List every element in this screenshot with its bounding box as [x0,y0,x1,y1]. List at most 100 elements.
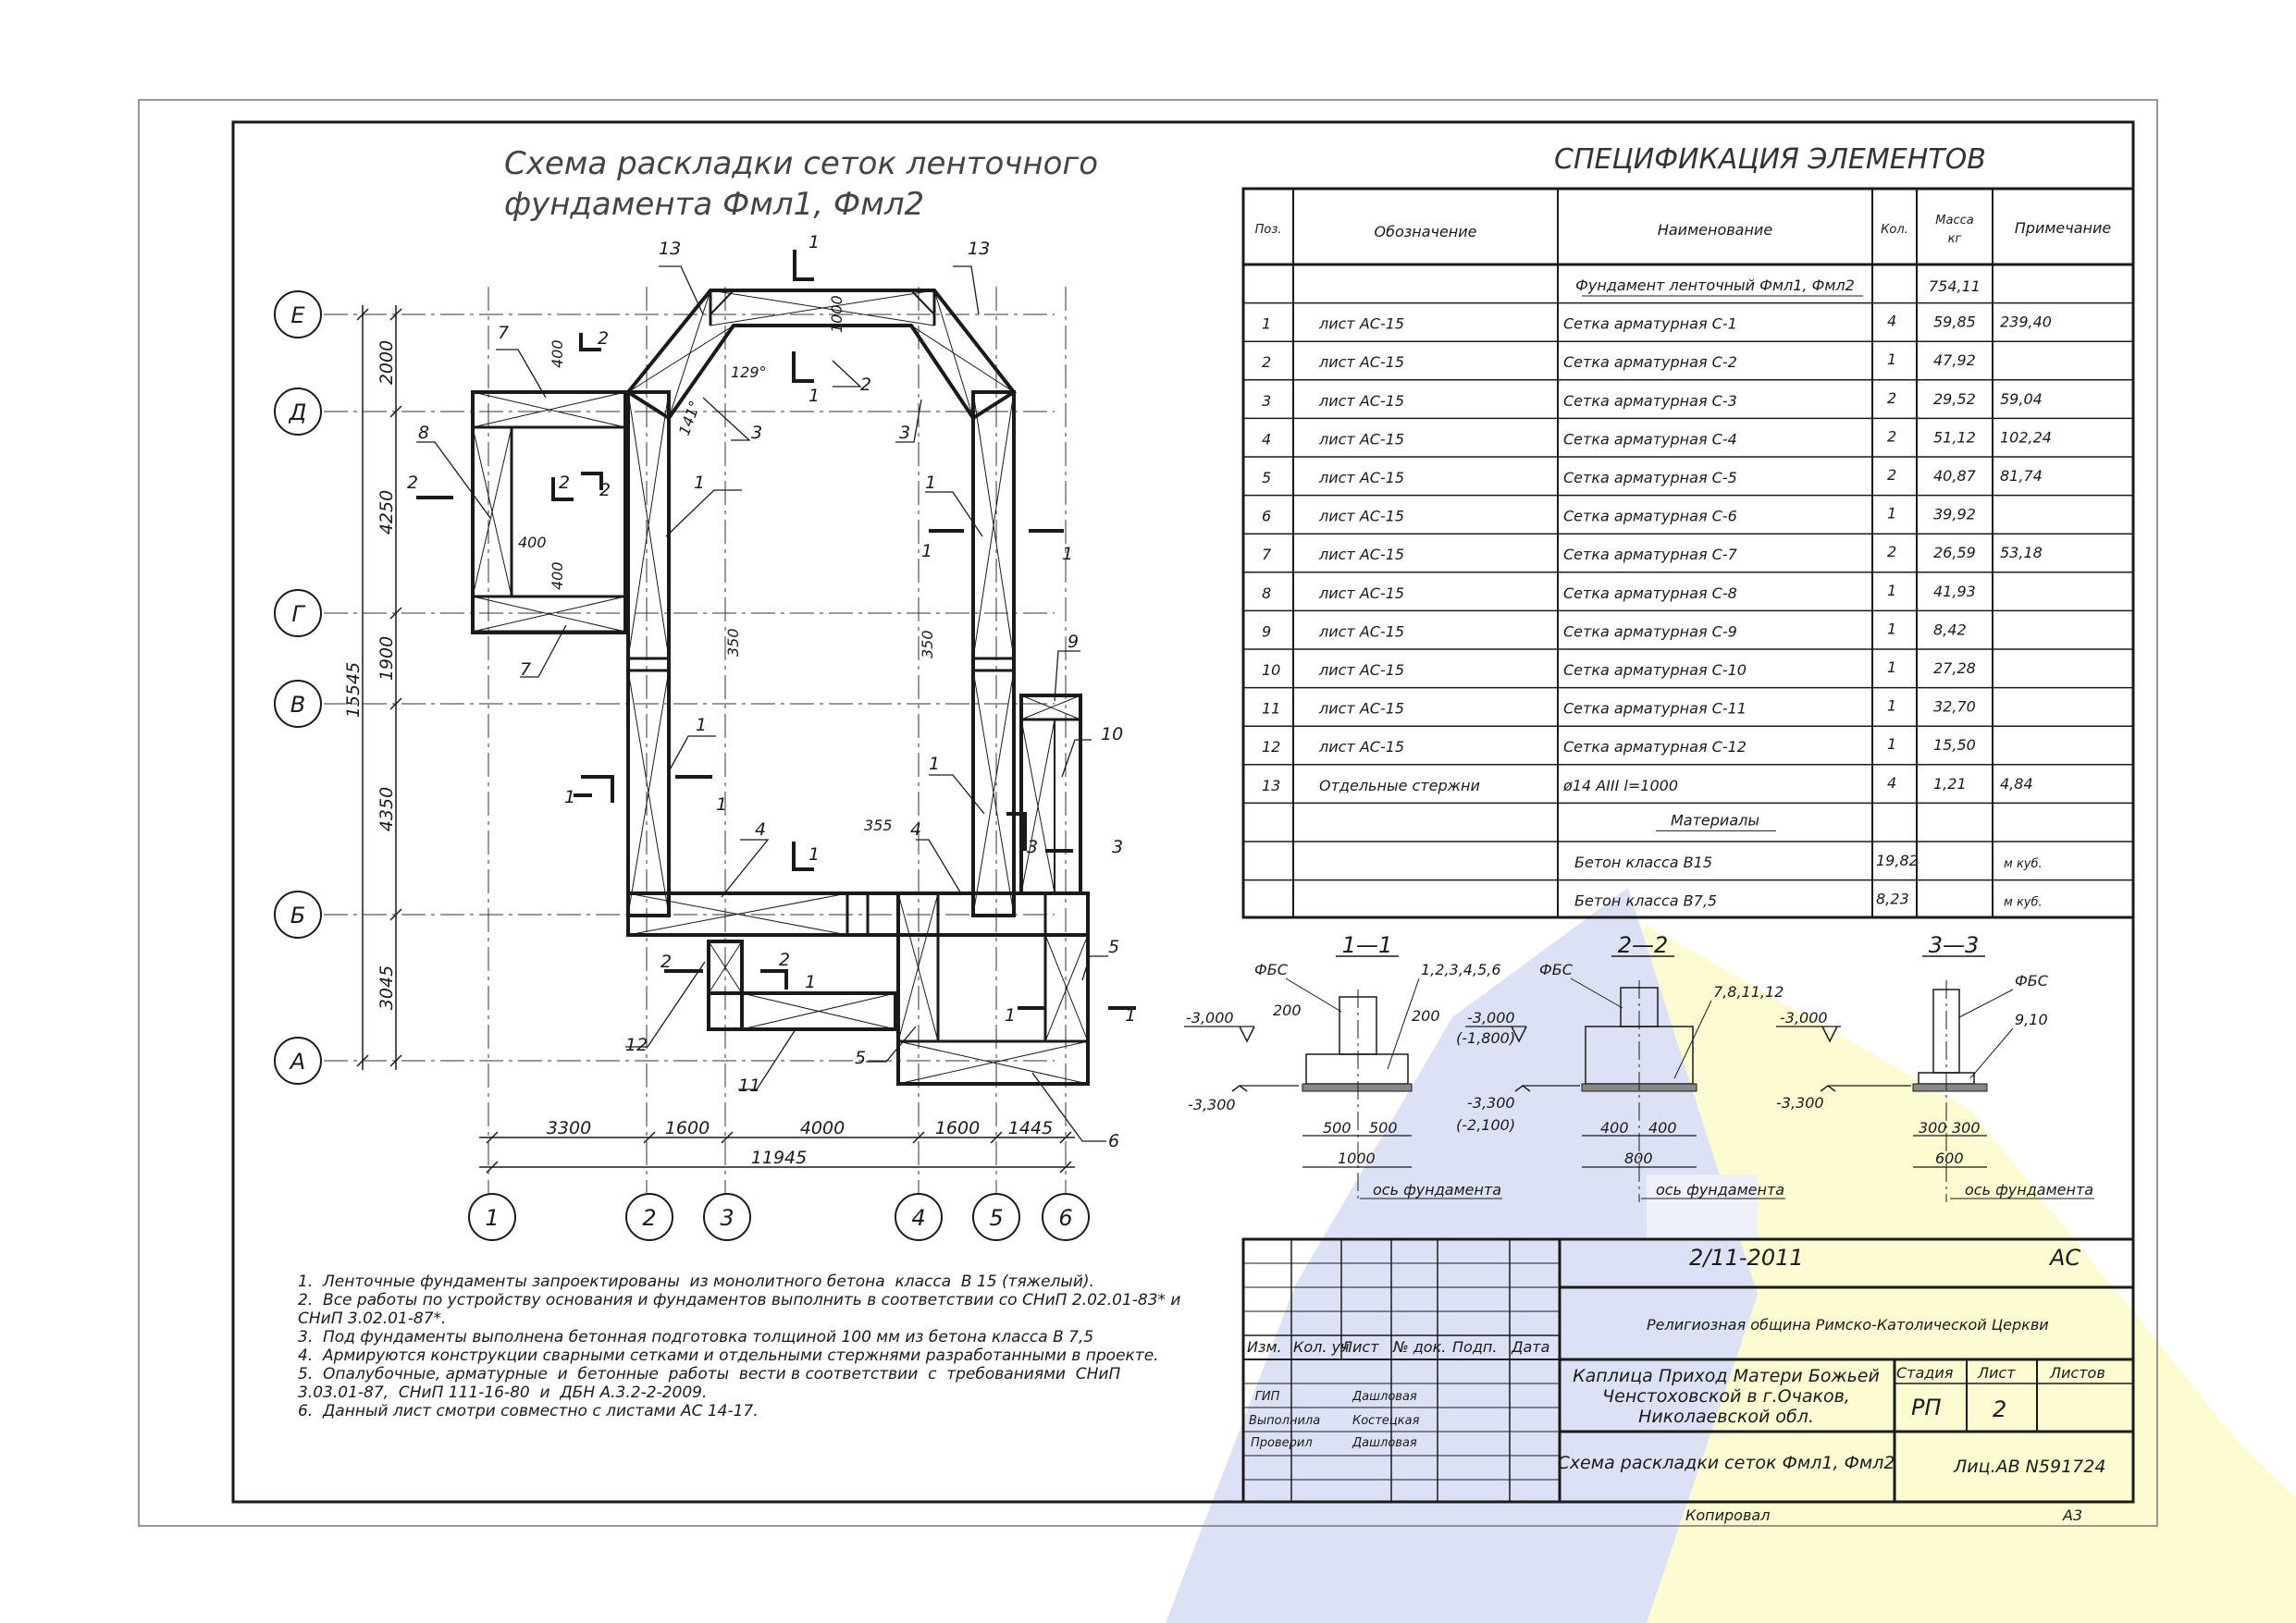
spec-row-mass: 59,85 [1933,314,1976,331]
spec-row-mass: 8,42 [1933,621,1967,638]
axis-label-3: 3 [720,1205,734,1231]
spec-row-kol: 1 [1887,350,1896,368]
title-block-text: 2/11-2011 АС Религиозная община Римско-К… [1247,1245,2105,1524]
dim-v-2000: 2000 [376,340,397,385]
svg-text:4: 4 [755,819,766,840]
svg-text:5: 5 [1108,937,1119,957]
spec-row-pos: 10 [1262,661,1280,679]
svg-text:10: 10 [1101,724,1123,744]
svg-text:4: 4 [910,819,921,840]
hdr-izm: Изм. [1247,1338,1282,1356]
svg-text:1: 1 [696,715,707,735]
svg-text:5: 5 [855,1048,866,1068]
vertical-dimensions [356,305,402,1070]
spec-row-pos: 3 [1262,392,1271,410]
spec-header-mass: Масса [1935,214,1973,227]
axis-label-g: Г [291,601,305,627]
svg-text:1: 1 [1062,544,1073,564]
list-value: 2 [1993,1396,2006,1422]
svg-text:13: 13 [968,239,990,259]
s2-d400b: 400 [1648,1119,1677,1137]
spec-row-prim: 81,74 [2000,467,2043,485]
spec-row-mass: 39,92 [1933,506,1976,523]
hdr-doc: № док. [1392,1338,1446,1356]
spec-row-name: Сетка арматурная С-3 [1563,392,1737,410]
s3-fbs: ФБС [2015,972,2049,990]
s1-d200a: 200 [1273,1002,1302,1019]
s3-axis: ось фундамента [1965,1181,2093,1199]
spec-row-pos: 5 [1262,469,1271,486]
plan-title-line2: фундамента Фмл1, Фмл2 [504,186,924,223]
spec-row-kol: 2 [1887,427,1896,445]
svg-text:1: 1 [929,754,940,774]
note-line: 1. Ленточные фундаменты запроектированы … [298,1273,1094,1291]
section-1-title: 1—1 [1342,932,1393,958]
dim-h-1600b: 1600 [935,1118,980,1138]
svg-text:2: 2 [779,950,790,970]
format: А3 [2062,1506,2082,1524]
axis-label-e: Е [290,302,305,328]
dim-h-total: 11945 [751,1148,807,1168]
svg-text:6: 6 [1108,1131,1119,1151]
callout-leaders [416,265,1108,1142]
spec-row-oboz: лист АС-15 [1318,546,1404,563]
s2-lvl2b: (-2,100) [1456,1116,1515,1134]
dim-local-350b: 350 [919,630,936,658]
spec-row-kol: 4 [1887,313,1896,330]
spec-row-name: Сетка арматурная С-11 [1563,700,1747,718]
spec-header-prim: Примечание [2015,219,2112,237]
spec-row-name: Сетка арматурная С-4 [1563,430,1737,448]
svg-text:1: 1 [809,386,820,406]
spec-row-oboz: лист АС-15 [1318,508,1404,525]
axis-label-4: 4 [911,1205,925,1231]
svg-text:3: 3 [1027,837,1038,857]
spec-row-prim: 239,40 [2000,314,2052,331]
s3-total: 600 [1935,1150,1964,1167]
spec-row-oboz: лист АС-15 [1318,661,1404,679]
axis-label-2: 2 [642,1205,656,1231]
dim-local-400b: 400 [518,534,547,551]
axis-label-6: 6 [1058,1205,1072,1231]
hdr-list: Лист [1340,1338,1379,1356]
spec-row-kol: 1 [1887,582,1896,599]
spec-row-prim: 4,84 [2000,775,2033,793]
spec-row-name: Сетка арматурная С-6 [1563,508,1737,525]
svg-text:2: 2 [598,328,609,349]
section-cut-markers [416,250,1136,1010]
note-line: 3.03.01-87, СНиП 111-16-80 и ДБН А.3.2-2… [298,1383,708,1402]
svg-text:13: 13 [659,239,681,259]
plan-title-line1: Схема раскладки сеток ленточного [504,145,1098,182]
note-line: СНиП 3.02.01-87*. [298,1309,447,1328]
callout-numbers: 13 13 7 8 3 3 2 1 1 1 1 4 4 9 10 5 7 5 6… [418,239,1123,1151]
org-name: Религиозная община Римско-Католической Ц… [1647,1316,2049,1334]
doc-code: 2/11-2011 [1689,1245,1804,1271]
svg-text:2: 2 [599,480,611,500]
spec-row-oboz: лист АС-15 [1318,430,1404,448]
spec-row-kol: 1 [1887,620,1896,637]
dim-v-4250: 4250 [376,490,397,535]
svg-text:2: 2 [860,375,871,395]
spec-title: СПЕЦИФИКАЦИЯ ЭЛЕМЕНТОВ [1554,143,1986,176]
s2-lvl1b: (-1,800) [1456,1029,1515,1047]
s2-d400a: 400 [1600,1119,1629,1137]
dim-h-4000: 4000 [800,1118,845,1138]
spec-row-mass: 41,93 [1933,583,1976,600]
spec-row-mass: 26,59 [1933,544,1976,561]
svg-text:12: 12 [625,1035,648,1055]
svg-text:3: 3 [1112,837,1123,857]
spec-row-mass: 51,12 [1933,428,1976,446]
spec-row-kol: 4 [1887,774,1896,792]
watermark-logo [1166,888,2296,1623]
spec-row-mass: 32,70 [1933,698,1976,716]
spec-row-oboz: лист АС-15 [1318,622,1404,640]
spec-row-name: ø14 AIII l=1000 [1562,777,1678,794]
spec-materials-label: Материалы [1671,811,1759,829]
hdr-data: Дата [1511,1338,1549,1356]
axis-label-b: Б [290,903,305,928]
s1-marks: 1,2,3,4,5,6 [1421,961,1501,978]
spec-row-oboz: Отдельные стержни [1319,777,1480,794]
spec-row-name: Сетка арматурная С-9 [1563,622,1737,640]
spec-row-oboz: лист АС-15 [1318,469,1404,486]
axis-label-d: Д [289,400,307,425]
spec-table-grid [1241,187,2135,919]
